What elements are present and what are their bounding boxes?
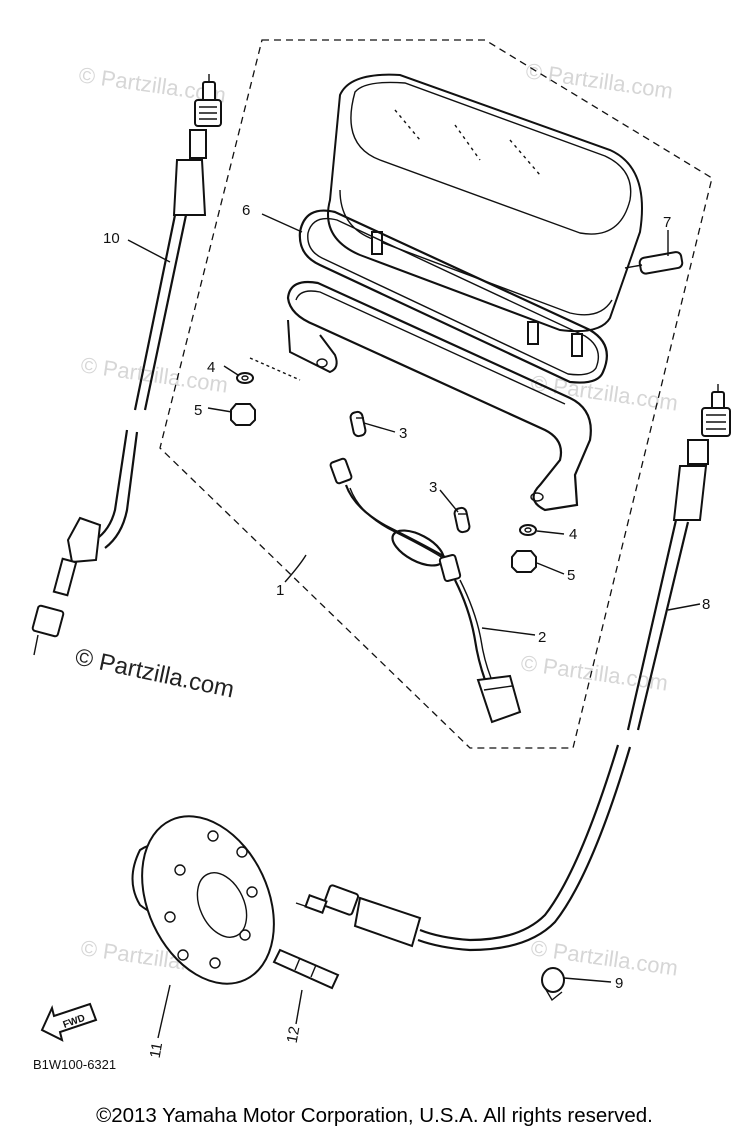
partzilla-watermark: © Partzilla.com bbox=[73, 643, 237, 703]
trip-knob bbox=[624, 251, 684, 275]
speedometer-cable bbox=[295, 384, 731, 1002]
tachometer-cable bbox=[31, 74, 222, 656]
assembly-boundary bbox=[159, 39, 713, 749]
callout-5-left: 5 bbox=[194, 402, 202, 419]
callout-10: 10 bbox=[103, 230, 120, 247]
housing-gasket bbox=[298, 209, 608, 384]
callout-4-right: 4 bbox=[569, 526, 577, 543]
callout-labels: 6 7 10 4 5 3 3 4 5 1 2 8 9 11 12 bbox=[103, 202, 710, 1059]
diagram-code: B1W100-6321 bbox=[33, 1057, 116, 1072]
callout-12: 12 bbox=[284, 1025, 304, 1044]
callout-11: 11 bbox=[147, 1041, 166, 1059]
copyright-notice: ©2013 Yamaha Motor Corporation, U.S.A. A… bbox=[96, 1104, 653, 1127]
watermark-text: © Partzilla.com bbox=[529, 370, 679, 415]
callout-9: 9 bbox=[615, 975, 623, 992]
callout-7: 7 bbox=[663, 214, 671, 231]
callout-5-right: 5 bbox=[567, 567, 575, 584]
bulb-upper bbox=[349, 410, 367, 438]
watermark-text: © Partzilla.com bbox=[524, 58, 674, 103]
washer-nut-right bbox=[511, 524, 537, 573]
speedometer-housing bbox=[327, 73, 643, 357]
callout-1: 1 bbox=[276, 582, 284, 599]
gear-unit-flange bbox=[131, 815, 275, 985]
meter-bracket bbox=[286, 280, 592, 512]
bulb-lower bbox=[453, 506, 471, 534]
callout-4-left: 4 bbox=[207, 359, 215, 376]
callout-6: 6 bbox=[242, 202, 250, 219]
callout-3-lower: 3 bbox=[429, 479, 437, 496]
fwd-arrow-icon: FWD bbox=[40, 1002, 98, 1042]
meter-wire-harness bbox=[329, 457, 522, 724]
callout-2: 2 bbox=[538, 629, 546, 646]
callout-leaders bbox=[127, 213, 701, 1039]
callout-3-upper: 3 bbox=[399, 425, 407, 442]
drive-pin bbox=[272, 948, 340, 990]
washer-nut-left bbox=[230, 357, 301, 426]
callout-8: 8 bbox=[702, 596, 710, 613]
